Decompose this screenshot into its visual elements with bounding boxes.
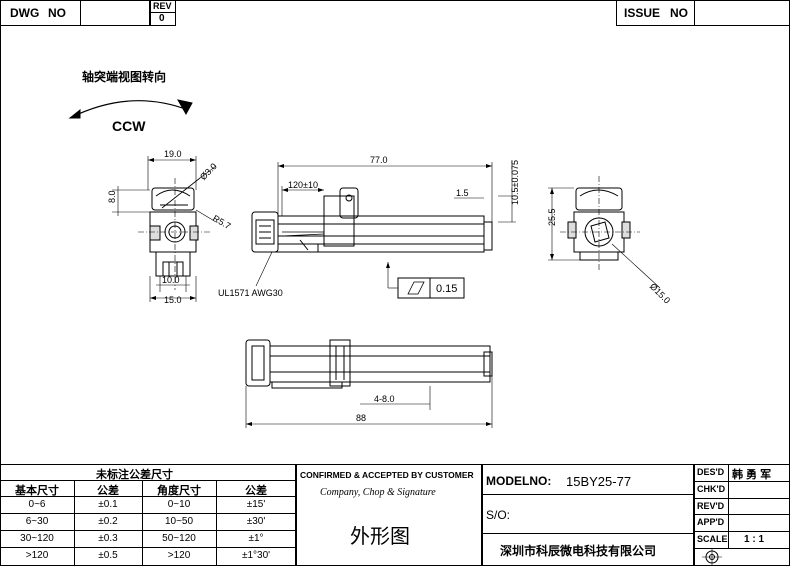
scale-label: SCALE [697, 534, 728, 544]
tol-cell: >120 [25, 550, 49, 561]
tol-cell: 6~30 [25, 516, 49, 527]
top-view [245, 339, 493, 389]
dwg-no-box [0, 0, 150, 26]
scale-value: 1 : 1 [744, 534, 765, 545]
dim-88: 88 [356, 413, 366, 423]
dwg-label: DWG [10, 6, 40, 20]
app-label: APP'D [697, 517, 725, 527]
tol-header-3: 角度尺寸 [157, 485, 201, 497]
front-view [251, 187, 493, 253]
tol-cell: 50~120 [162, 533, 196, 544]
dim-15: 15.0 [164, 295, 182, 305]
tol-cell: >120 [167, 550, 191, 561]
tol-cell: ±1°30' [241, 550, 271, 561]
so-label: S/O: [486, 508, 511, 522]
dim-r57: R5.7 [211, 213, 232, 231]
rev-value: 0 [159, 13, 165, 24]
issue-no-label: NO [670, 6, 688, 20]
tol-cell: 30~120 [20, 533, 54, 544]
dim-120: 120±10 [288, 180, 318, 190]
model-value: 15BY25-77 [566, 474, 632, 489]
issue-label: ISSUE [624, 6, 661, 20]
tol-cell: 0~10 [167, 499, 191, 510]
right-end-view [560, 176, 640, 270]
tol-value: 0.15 [436, 283, 457, 295]
drawing-name: 外形图 [350, 524, 410, 548]
dwg-no-label: NO [48, 6, 66, 20]
left-end-view [138, 177, 210, 290]
dim-19: 19.0 [164, 149, 182, 159]
projection-symbol-icon [702, 549, 722, 565]
tol-header-4: 公差 [245, 485, 267, 497]
chk-label: CHK'D [697, 484, 726, 494]
des-label: DES'D [697, 467, 725, 477]
ccw-label: CCW [112, 118, 146, 134]
tol-cell: 10~50 [164, 516, 194, 527]
wire-spec: UL1571 AWG30 [218, 288, 283, 298]
dim-dia15: Ø15.0 [648, 281, 672, 305]
tol-cell: ±0.1 [98, 499, 118, 510]
dim-10-5: 10.5±0.075 [510, 160, 520, 205]
dim-4-8: 4-8.0 [374, 394, 395, 404]
tol-cell: ±30' [246, 516, 266, 527]
rev-box [150, 0, 176, 26]
tol-header-2: 公差 [97, 485, 119, 497]
customer-line1: CONFIRMED & ACCEPTED BY CUSTOMER [300, 470, 474, 480]
dim-8: 8.0 [107, 190, 117, 203]
tol-cell: ±0.3 [98, 533, 118, 544]
dim-25-5: 25.5 [547, 208, 557, 226]
customer-line2: Company, Chop & Signature [320, 487, 436, 498]
tol-cell: ±0.2 [98, 516, 118, 527]
company-name: 深圳市科辰微电科技有限公司 [500, 544, 657, 558]
tol-cell: ±0.5 [98, 550, 118, 561]
dim-dia3: Ø3.0 [198, 161, 219, 182]
dim-1-5: 1.5 [456, 188, 469, 198]
rotation-note: 轴突端视图转向 [82, 70, 167, 84]
model-label: MODELNO: [486, 474, 552, 488]
tolerance-title: 未标注公差尺寸 [96, 469, 173, 481]
tol-cell: ±1° [248, 533, 264, 544]
tol-cell: 0~6 [28, 499, 46, 510]
des-value: 韩 勇 军 [732, 469, 772, 481]
tol-header-1: 基本尺寸 [15, 485, 59, 497]
dim-10: 10.0 [162, 275, 180, 285]
ccw-arc [69, 100, 189, 119]
rev-label: REV [153, 1, 172, 11]
tol-cell: ±15' [246, 499, 266, 510]
rev-label: REV'D [697, 501, 725, 511]
dim-77: 77.0 [370, 155, 388, 165]
